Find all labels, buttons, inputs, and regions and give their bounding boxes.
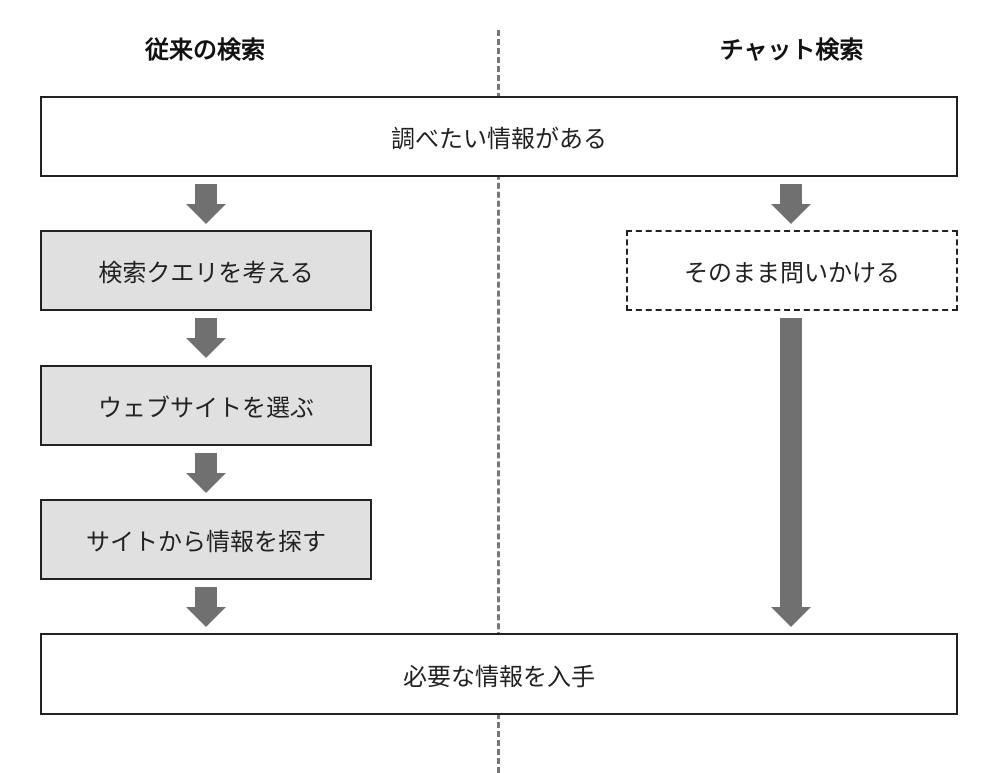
arrow-right-step1-to-end (771, 318, 811, 627)
arrow-left-step1-to-step2 (186, 318, 226, 358)
arrow-start-to-left-step1 (186, 184, 226, 224)
end-box: 必要な情報を入手 (40, 633, 958, 715)
left-step1-box: 検索クエリを考える (40, 230, 372, 311)
heading-chat-search: チャット検索 (719, 36, 864, 64)
arrow-left-step2-to-step3 (186, 453, 226, 493)
left-step3-box: サイトから情報を探す (40, 499, 372, 580)
left-step2-box: ウェブサイトを選ぶ (40, 365, 372, 446)
heading-traditional-search: 従来の検索 (145, 36, 265, 64)
arrow-start-to-right-step1 (771, 184, 811, 224)
column-divider (497, 30, 500, 773)
right-step1-box: そのまま問いかける (626, 230, 958, 311)
start-box: 調べたい情報がある (40, 96, 958, 177)
arrow-left-step3-to-end (186, 587, 226, 627)
